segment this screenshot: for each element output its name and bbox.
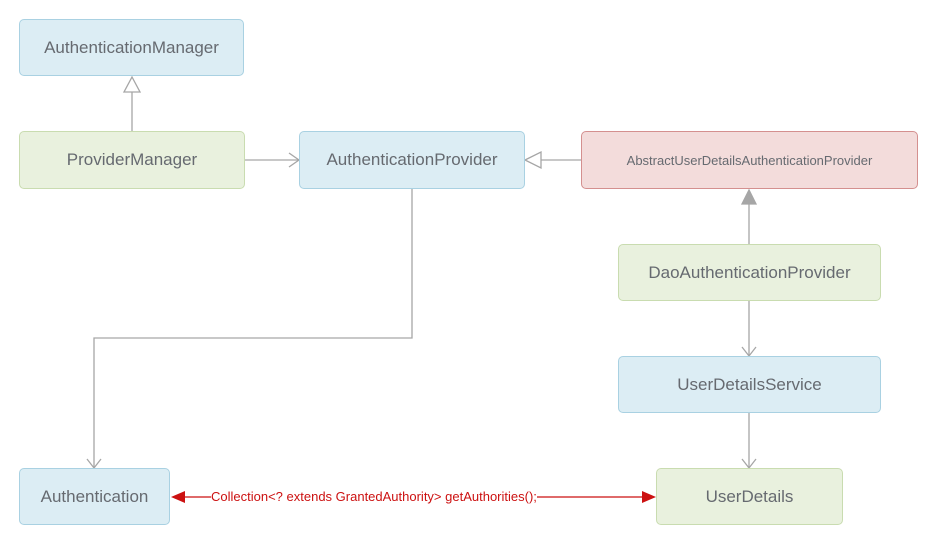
assoc-providermanager-to-authenticationprovider [245,152,301,168]
extends-dao-to-abstract [740,188,758,244]
provider-manager-node: ProviderManager [19,131,245,189]
assoc-dao-to-userdetailsservice [741,301,757,358]
authentication-node: Authentication [19,468,170,525]
assoc-userdetailsservice-to-userdetails [741,413,757,470]
assoc-authenticationprovider-to-authentication [86,189,413,470]
user-details-node: UserDetails [656,468,843,525]
abstract-userdetails-authentication-provider-node: AbstractUserDetailsAuthenticationProvide… [581,131,918,189]
user-details-service-node: UserDetailsService [618,356,881,413]
dao-authentication-provider-node: DaoAuthenticationProvider [618,244,881,301]
getauthorities-label: Collection<? extends GrantedAuthority> g… [211,489,537,505]
implements-abstract-to-authenticationprovider [523,150,581,170]
inherit-providermanager-to-authenticationmanager [122,75,142,131]
authentication-manager-node: AuthenticationManager [19,19,244,76]
authentication-provider-node: AuthenticationProvider [299,131,525,189]
